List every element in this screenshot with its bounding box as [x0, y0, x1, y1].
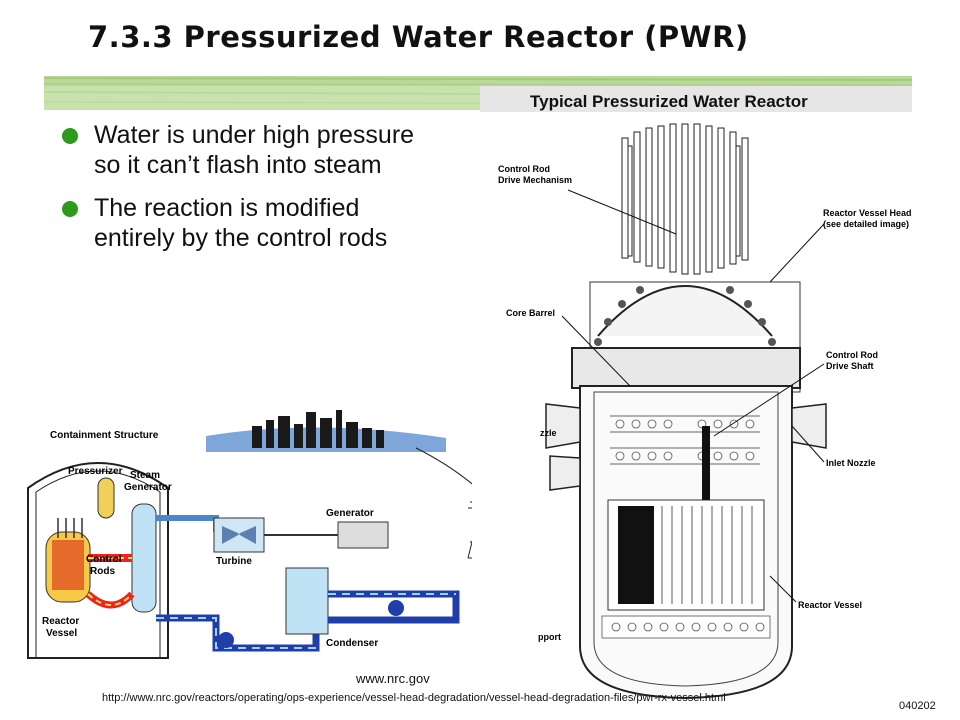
label-control-rods: Rods	[90, 566, 115, 577]
source-url[interactable]: http://www.nrc.gov/reactors/operating/op…	[102, 692, 726, 704]
label-drive-shaft: Drive Shaft	[826, 361, 874, 371]
head-bolts	[594, 286, 776, 346]
bullet-text-line: Water is under high pressure	[94, 121, 415, 149]
figure-title: Typical Pressurized Water Reactor	[530, 92, 808, 111]
label-condenser: Condenser	[326, 638, 378, 649]
label-generator: Generator	[326, 508, 374, 519]
label-support: pport	[538, 632, 561, 642]
bullet-list: Water is under high pressure so it can’t…	[62, 120, 482, 266]
slide-code: 040202	[899, 700, 936, 712]
label-inlet-nozzle: Inlet Nozzle	[826, 458, 876, 468]
label-crdm: Drive Mechanism	[498, 175, 572, 185]
label-drive-shaft: Control Rod	[826, 350, 878, 360]
label-outlet-nozzle: zzle	[540, 428, 557, 438]
label-control-rods: Control	[86, 554, 122, 565]
reactor-core	[607, 426, 765, 611]
label-turbine: Turbine	[216, 556, 252, 567]
label-vessel-head: Reactor Vessel Head	[823, 208, 912, 218]
label-pressurizer: Pressurizer	[68, 466, 123, 477]
title-underline-stripe	[44, 76, 912, 110]
bullet-item: The reaction is modified entirely by the…	[62, 193, 482, 253]
label-vessel-head: (see detailed image)	[823, 219, 909, 229]
bullet-text-line: entirely by the control rods	[94, 224, 388, 252]
bullet-dot-icon	[62, 128, 78, 144]
figure-title-bar	[480, 86, 912, 112]
bullet-text-line: so it can’t flash into steam	[94, 151, 382, 179]
reactor-vessel-figure: Typical Pressurized Water Reactor	[480, 86, 912, 700]
bullet-item: Water is under high pressure so it can’t…	[62, 120, 482, 180]
label-steam-generator: Steam	[130, 470, 160, 481]
label-reactor-vessel: Reactor	[42, 616, 79, 627]
bullet-dot-icon	[62, 201, 78, 217]
source-short: www.nrc.gov	[356, 671, 430, 686]
slide-title: 7.3.3 Pressurized Water Reactor (PWR)	[88, 20, 749, 54]
label-steam-generator: Generator	[124, 482, 172, 493]
city-skyline	[206, 410, 446, 452]
label-core-barrel: Core Barrel	[506, 308, 555, 318]
label-crdm: Control Rod	[498, 164, 550, 174]
label-containment: Containment Structure	[50, 430, 159, 441]
label-reactor-vessel: Reactor Vessel	[798, 600, 862, 610]
pwr-plant-diagram: Containment Structure Pressurizer Steam …	[27, 410, 472, 659]
bullet-text-line: The reaction is modified	[94, 194, 360, 222]
control-rod-drive-tubes	[621, 123, 749, 275]
transmission-tower	[415, 447, 472, 559]
label-reactor-vessel: Vessel	[46, 628, 77, 639]
